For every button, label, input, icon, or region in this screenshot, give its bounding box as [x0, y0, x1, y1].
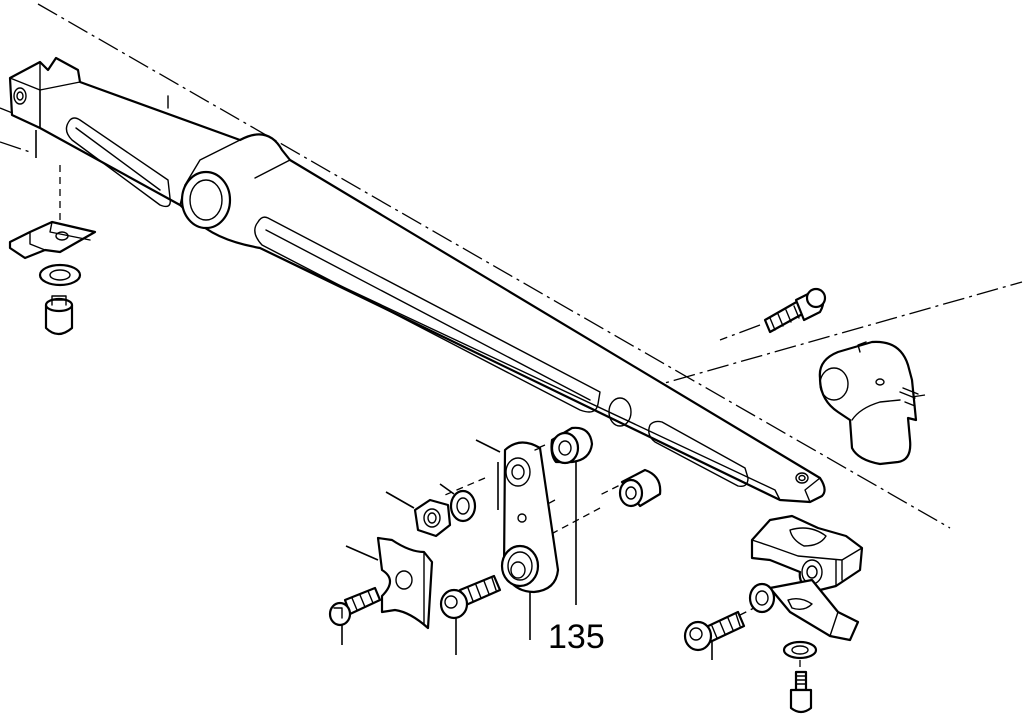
right-upper-screw: [763, 287, 827, 334]
leader-lines: [35, 130, 713, 660]
link-nut: [413, 498, 452, 538]
callout-135-label: 135: [548, 618, 605, 656]
right-clip-plate: [768, 578, 860, 642]
left-clip-plate: [8, 220, 97, 260]
bushing-135: [550, 426, 594, 465]
center-lower-screw: [439, 574, 502, 620]
left-set-screw: [44, 295, 74, 336]
right-bracket: [818, 340, 919, 466]
lower-left-bracket: [376, 536, 434, 630]
link-plate: [500, 441, 560, 594]
bottom-screw: [789, 670, 813, 714]
lever-arm: [8, 56, 826, 504]
link-washer: [449, 489, 477, 523]
right-lower-screw: [683, 610, 746, 652]
left-washer: [38, 263, 82, 287]
spacer-sleeve: [618, 468, 662, 508]
right-split-washer: [748, 582, 776, 614]
bottom-washer: [782, 640, 818, 660]
lower-left-screw: [328, 586, 382, 627]
